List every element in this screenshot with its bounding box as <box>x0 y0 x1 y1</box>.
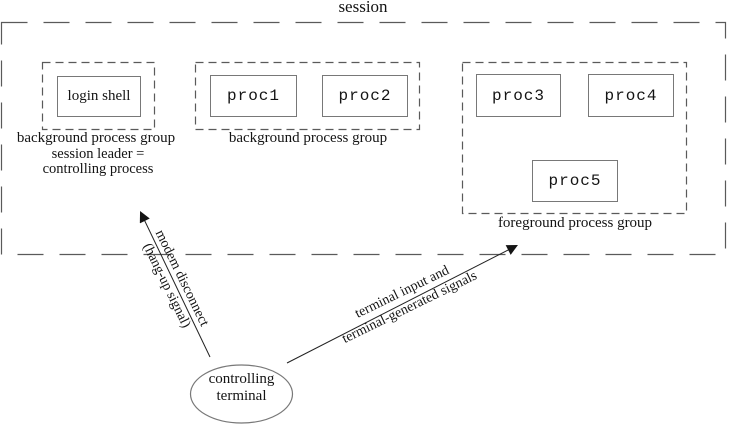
session-boundary-box <box>0 21 727 256</box>
controlling-terminal-line2: terminal <box>216 388 267 404</box>
controlling-terminal-line1: controlling <box>208 371 275 387</box>
session-leader-annotation: session leader = controlling process <box>8 147 188 177</box>
proc4-box: proc4 <box>588 74 674 117</box>
background-group-1-label: background process group <box>16 130 176 146</box>
modem-disconnect-arrow <box>139 211 211 358</box>
background-group-1-box <box>41 61 156 131</box>
proc1-box: proc1 <box>210 75 297 117</box>
controlling-terminal-ellipse <box>189 364 294 424</box>
background-group-2-box <box>194 61 421 131</box>
proc3-box: proc3 <box>476 74 561 117</box>
foreground-group-label: foreground process group <box>497 215 653 231</box>
login-shell-box: login shell <box>57 76 141 117</box>
controlling-terminal-label: controlling terminal <box>190 371 293 405</box>
background-group-2-label: background process group <box>228 130 388 146</box>
terminal-input-arrow <box>286 244 518 364</box>
proc2-box: proc2 <box>322 75 408 117</box>
foreground-group-box <box>461 61 688 215</box>
session-leader-line2: controlling process <box>42 161 154 177</box>
session-title: session <box>338 0 388 16</box>
session-leader-line1: session leader = <box>51 146 145 162</box>
proc5-box: proc5 <box>532 160 618 202</box>
